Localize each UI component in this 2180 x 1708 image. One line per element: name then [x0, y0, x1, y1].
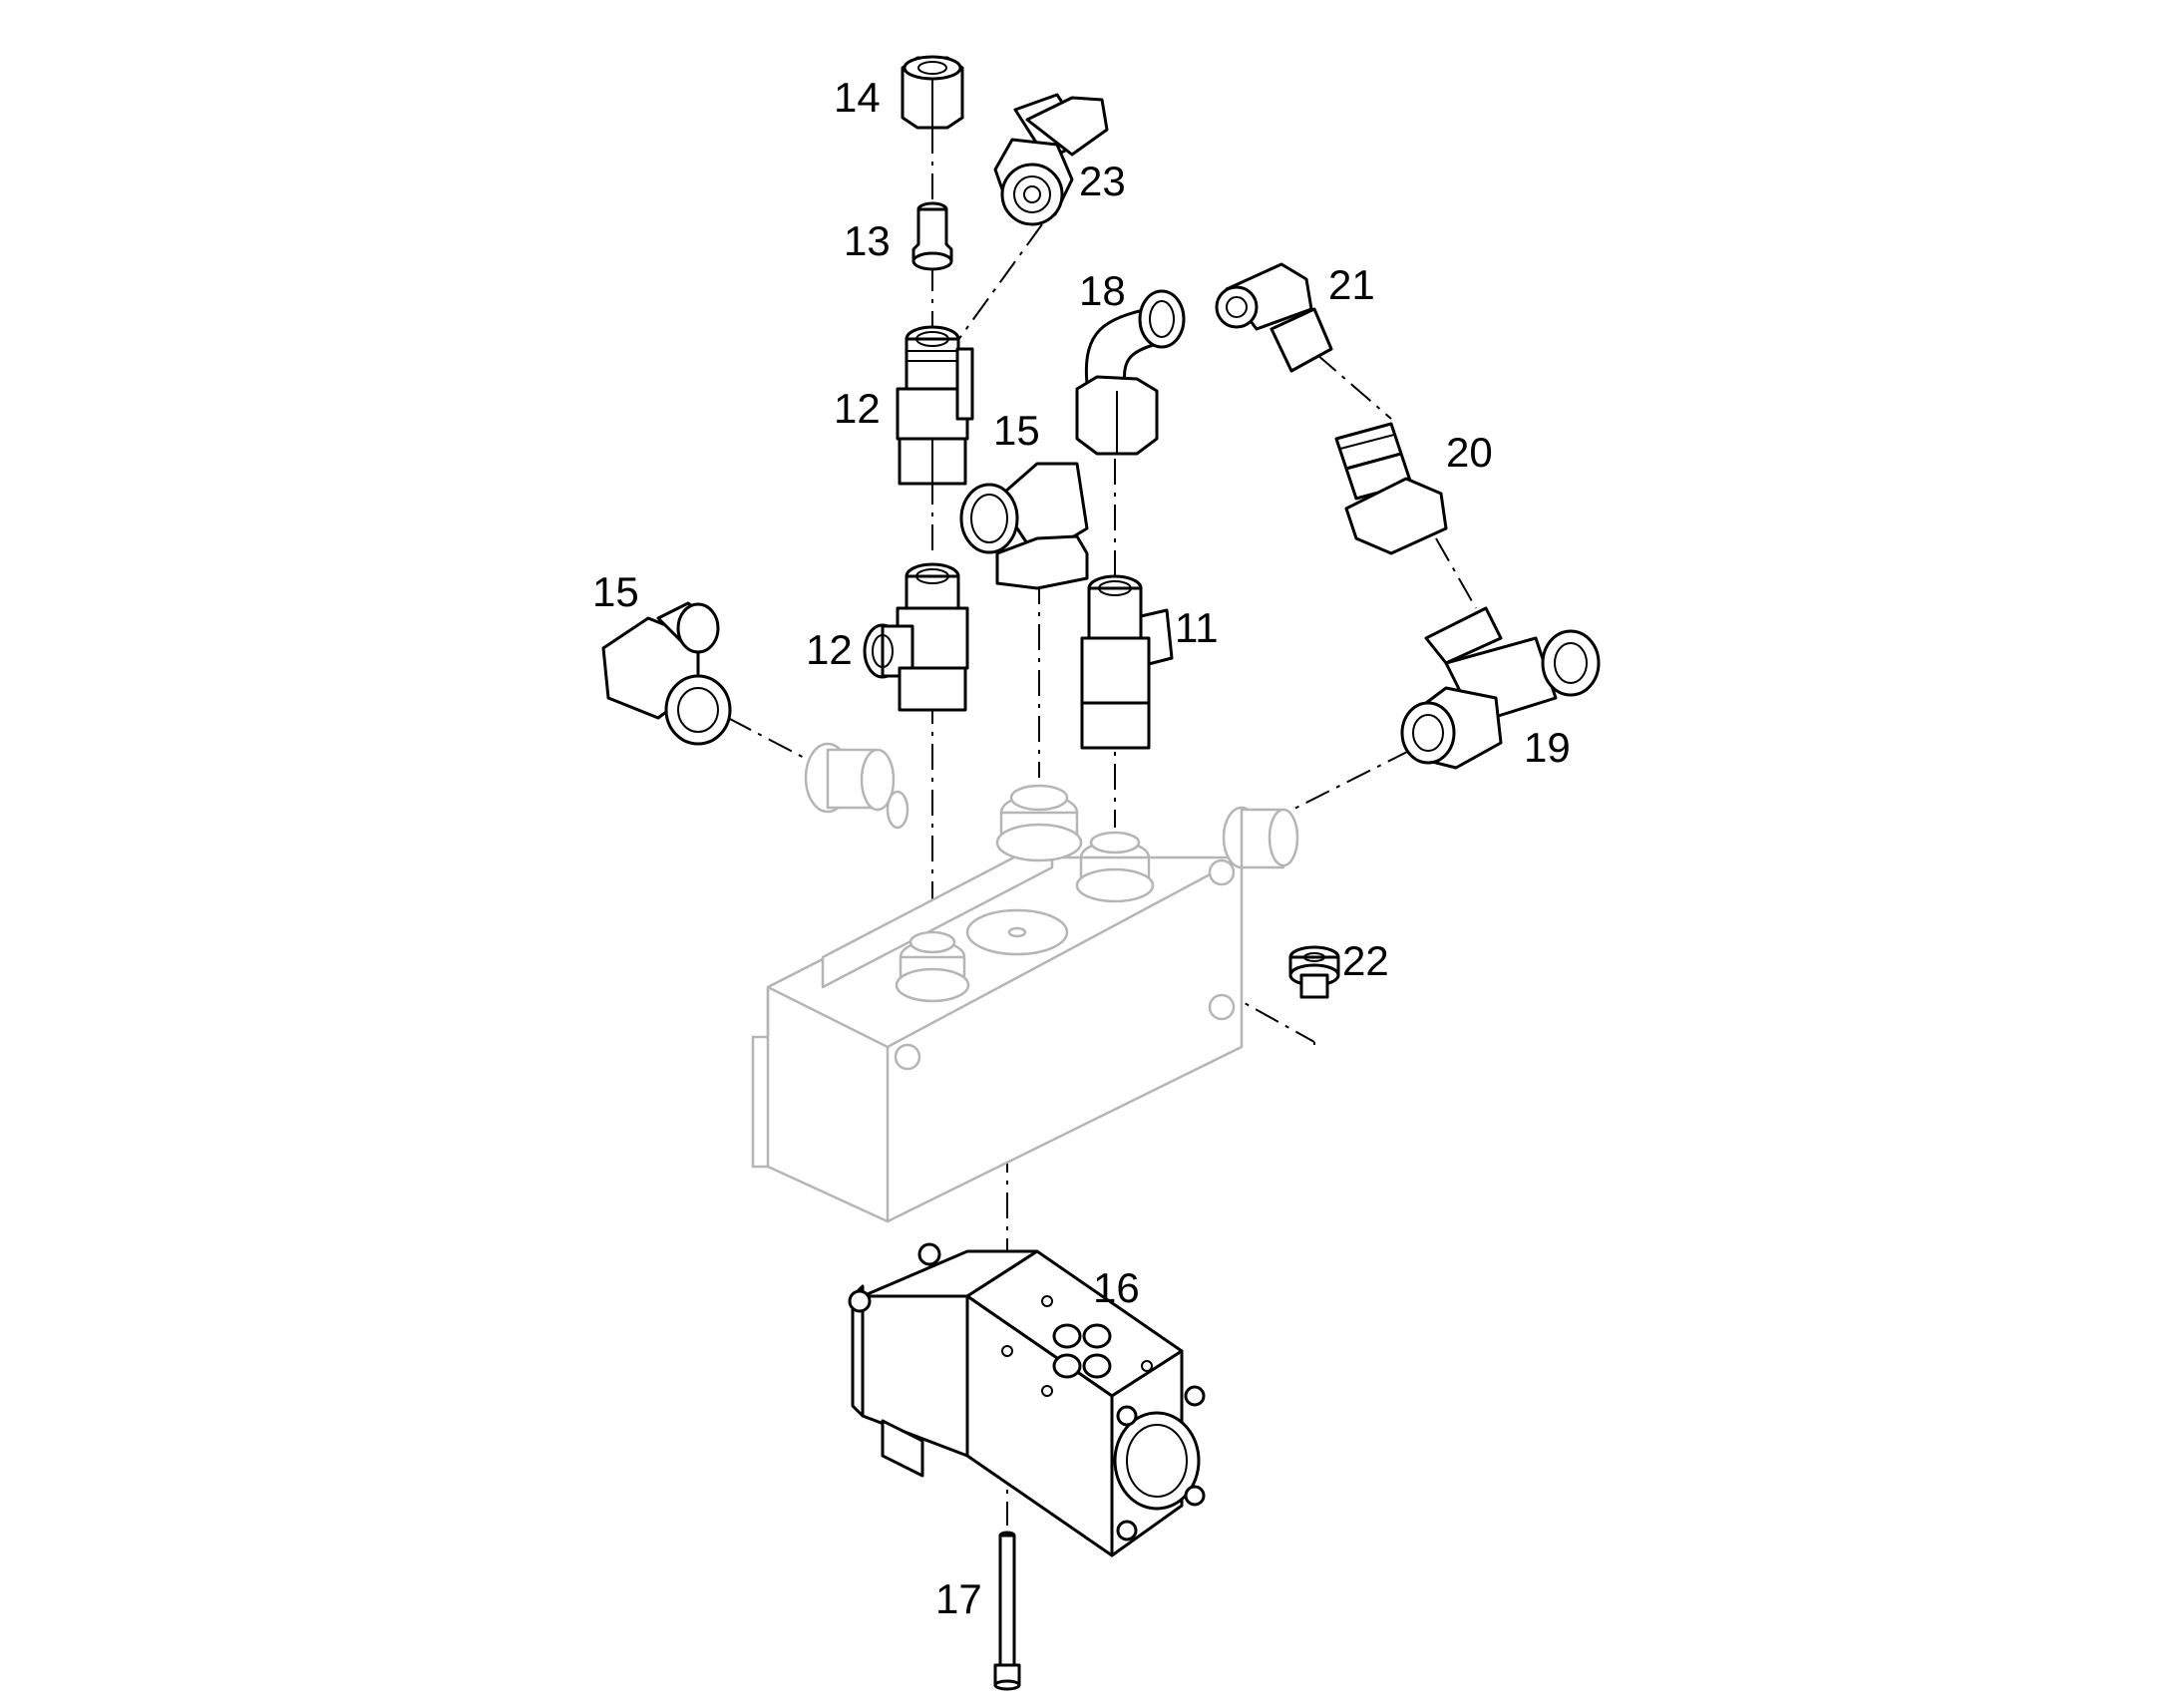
part-20-adapter: [1334, 422, 1448, 555]
callout-14: 14: [834, 74, 881, 121]
callout-16: 16: [1093, 1264, 1140, 1311]
assembly-leader-lines: [727, 128, 1477, 1526]
part-12-upper-fitting: [896, 325, 974, 486]
part-18-bent-tube: [1075, 289, 1186, 456]
callout-23: 23: [1079, 158, 1126, 204]
manifold-side-fitting-left: [804, 742, 909, 830]
part-19-tee: [1400, 606, 1601, 770]
part-15-upper-elbow: [959, 462, 1089, 590]
callout-labels: 14 23 13 18 21 12 15 20 15 12 11 19 22 1…: [592, 74, 1571, 1622]
callout-15-upper: 15: [993, 407, 1040, 454]
callout-12-upper: 12: [834, 385, 881, 432]
callout-18: 18: [1079, 267, 1126, 314]
part-23-elbow-fitting: [993, 93, 1109, 226]
part-17-bolt: [993, 1531, 1021, 1691]
manifold-port-center: [995, 784, 1083, 862]
part-12-lower-fitting: [863, 562, 969, 712]
manifold-block: [751, 742, 1299, 1223]
part-13-sleeve: [911, 201, 953, 271]
callout-12-lower: 12: [806, 626, 853, 673]
callout-22: 22: [1342, 937, 1389, 984]
manifold-side-fitting-right: [1222, 806, 1299, 869]
part-22-plug: [1288, 945, 1340, 999]
manifold-port-right: [1075, 831, 1155, 903]
manifold-port-left: [895, 930, 970, 1003]
callout-20: 20: [1446, 429, 1493, 476]
part-11-tee: [1080, 574, 1174, 750]
callout-17: 17: [935, 1575, 982, 1622]
callout-21: 21: [1328, 261, 1375, 308]
part-15-left-elbow: [601, 601, 732, 746]
part-16-solenoid-valve: [848, 1242, 1206, 1557]
callout-15-left: 15: [592, 568, 639, 615]
part-21-elbow: [1215, 262, 1333, 373]
part-14-nut: [901, 55, 964, 130]
callout-13: 13: [844, 217, 891, 264]
callout-19: 19: [1524, 724, 1571, 771]
callout-11: 11: [1175, 604, 1219, 651]
